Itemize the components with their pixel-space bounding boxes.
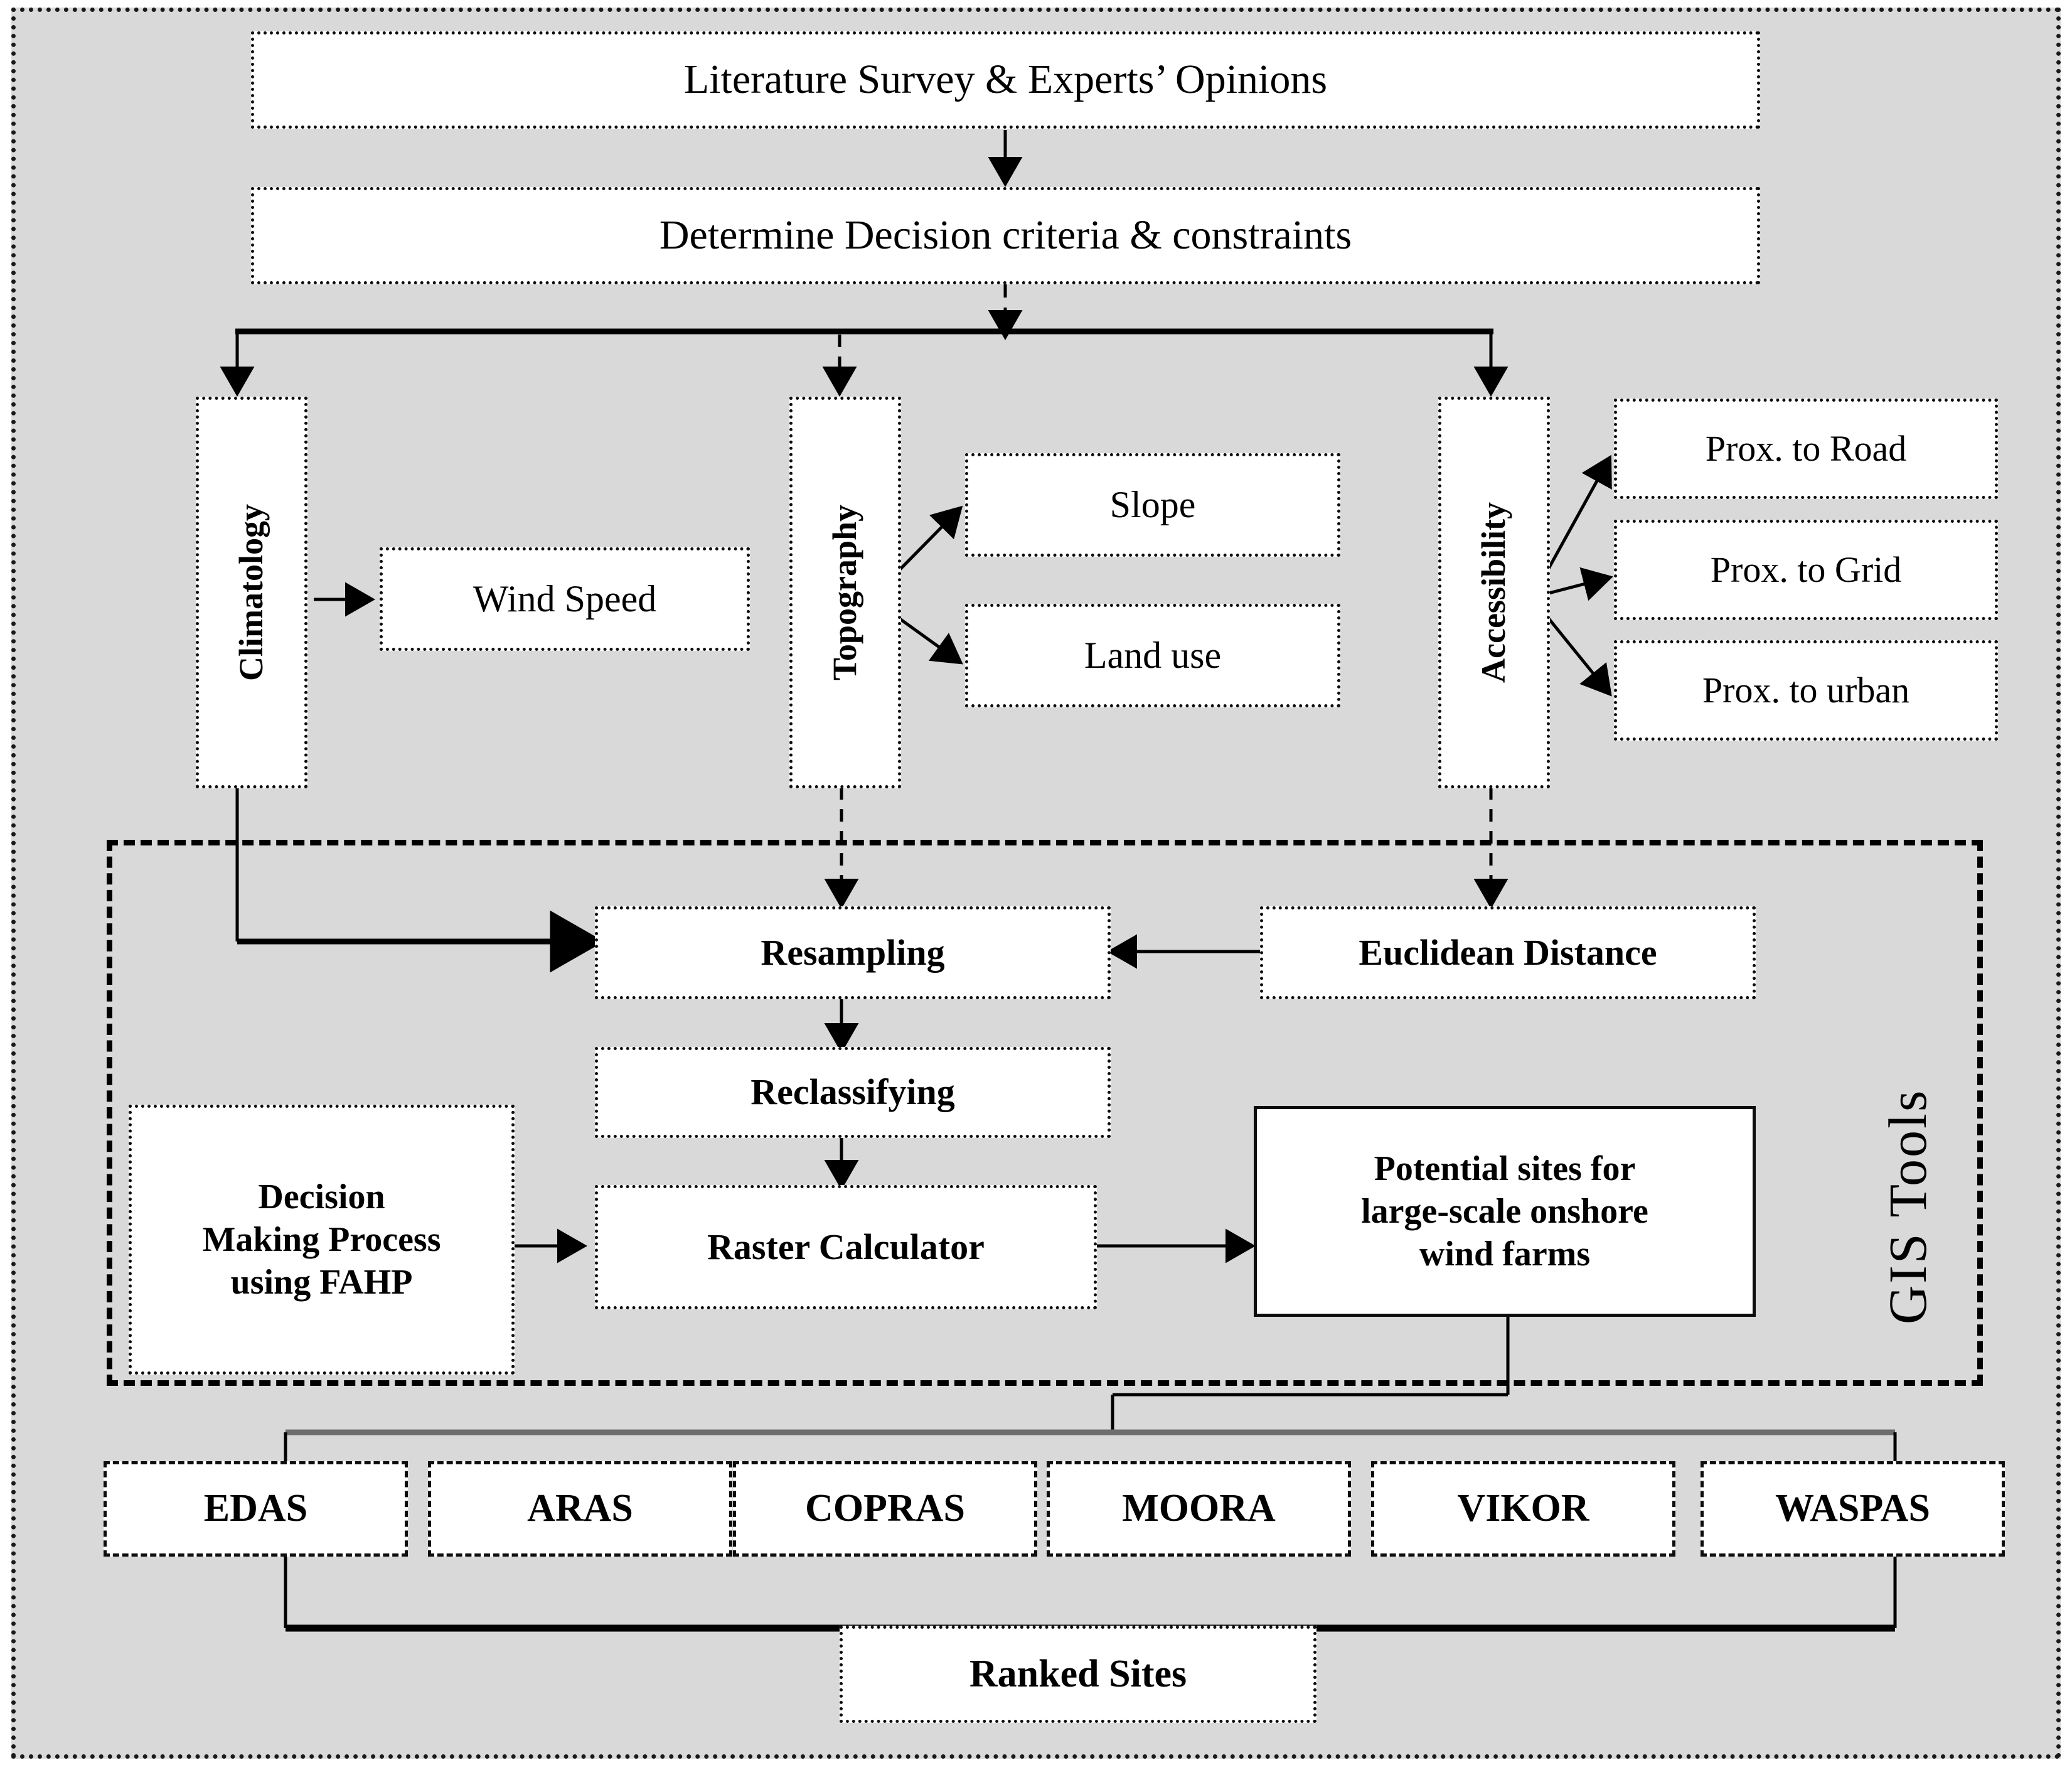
node-prox-to-grid: Prox. to Grid: [1614, 520, 1998, 620]
node-literature-survey: Literature Survey & Experts’ Opinions: [251, 31, 1760, 129]
node-ranked-sites: Ranked Sites: [840, 1626, 1316, 1723]
potential-sites-line-2: large-scale onshore: [1361, 1191, 1648, 1231]
decision-making-line-1: Decision: [258, 1177, 385, 1216]
node-raster-calculator: Raster Calculator: [595, 1185, 1097, 1309]
node-prox-to-urban: Prox. to urban: [1614, 640, 1998, 741]
node-determine-criteria: Determine Decision criteria & constraint…: [251, 187, 1760, 284]
node-reclassifying: Reclassifying: [595, 1047, 1111, 1138]
list-item-mcdm-moora[interactable]: MOORA: [1047, 1461, 1351, 1557]
gis-tools-panel: [107, 840, 1983, 1386]
node-climatology: Climatology: [196, 397, 307, 788]
node-euclidean-distance: Euclidean Distance: [1260, 906, 1756, 999]
node-accessibility: Accessibility: [1438, 397, 1550, 788]
list-item-mcdm-waspas[interactable]: WASPAS: [1701, 1461, 2005, 1557]
node-land-use: Land use: [965, 604, 1340, 707]
node-climatology-label: Climatology: [232, 504, 270, 681]
node-resampling: Resampling: [595, 906, 1111, 999]
node-topography-label: Topography: [826, 504, 864, 681]
node-topography: Topography: [789, 397, 901, 788]
list-item-mcdm-copras[interactable]: COPRAS: [733, 1461, 1037, 1557]
node-wind-speed: Wind Speed: [380, 547, 750, 651]
list-item-mcdm-vikor[interactable]: VIKOR: [1371, 1461, 1675, 1557]
node-accessibility-label: Accessibility: [1475, 502, 1513, 683]
node-decision-making-process: Decision Making Process using FAHP: [129, 1105, 515, 1375]
decision-making-line-2: Making Process: [202, 1220, 441, 1259]
node-potential-sites: Potential sites for large-scale onshore …: [1254, 1106, 1756, 1317]
node-slope: Slope: [965, 453, 1340, 557]
gis-tools-label: GIS Tools: [1877, 1088, 1938, 1324]
potential-sites-line-3: wind farms: [1419, 1235, 1591, 1274]
list-item-mcdm-aras[interactable]: ARAS: [428, 1461, 732, 1557]
decision-making-line-3: using FAHP: [230, 1263, 413, 1302]
node-prox-to-road: Prox. to Road: [1614, 399, 1998, 499]
potential-sites-line-1: Potential sites for: [1374, 1149, 1636, 1188]
list-item-mcdm-edas[interactable]: EDAS: [104, 1461, 408, 1557]
